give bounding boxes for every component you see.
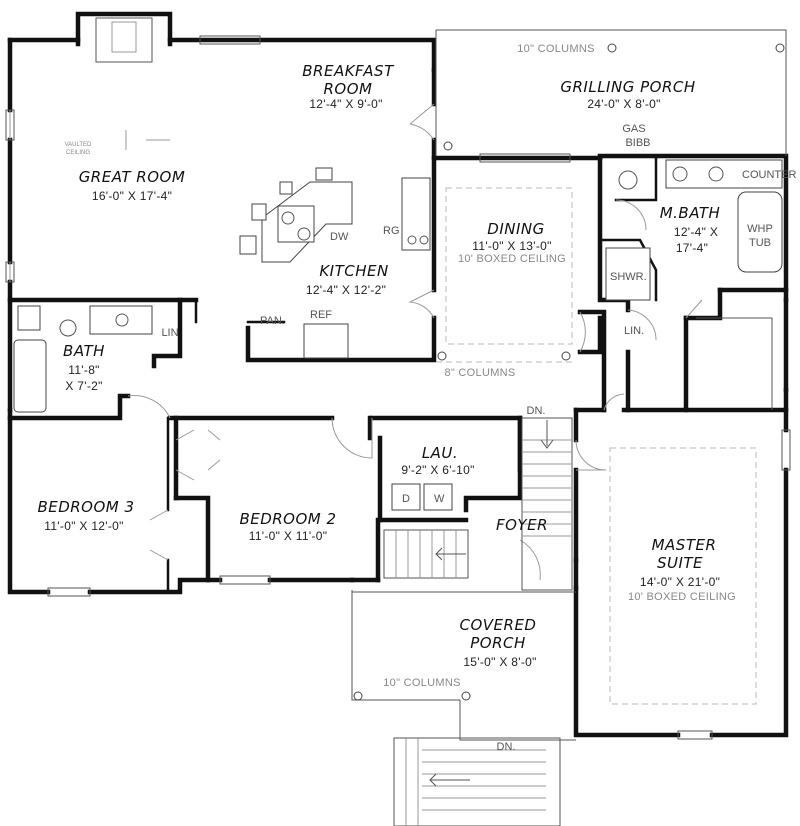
breakfast-dim: 12'-4" X 9'-0" [309, 97, 382, 111]
interior-walls [7, 29, 789, 594]
master-boxed-ceiling [609, 447, 757, 705]
pantry-label: PAN. [260, 315, 285, 327]
great-room-name: GREAT ROOM [79, 168, 186, 186]
mbath-dim-2: 17'-4" [676, 241, 708, 255]
laundry-appliances [391, 483, 453, 511]
dining-note: 10' BOXED CEILING [458, 253, 566, 265]
hall-columns-label: 8" COLUMNS [444, 367, 515, 379]
vaulted-label-2: CEILING [66, 150, 90, 156]
stairs-front [393, 737, 561, 826]
bath-fixtures [13, 305, 153, 413]
great-room-dim: 16'-0" X 17'-4" [92, 189, 172, 203]
kitchen-island [239, 167, 353, 263]
covered-porch-columns: 10" COLUMNS [383, 677, 461, 689]
master-linen-label: LIN. [624, 325, 644, 337]
columns [437, 43, 785, 361]
bibb-label: BIBB [625, 137, 650, 149]
shower-label: SHWR. [610, 271, 647, 283]
counter-label: COUNTER [742, 169, 796, 181]
vaulted-ceiling-line [125, 130, 170, 150]
bath-linen-label: LIN [161, 327, 178, 339]
kitchen-name: KITCHEN [319, 262, 388, 280]
laundry-dim: 9'-2" X 6'-10" [401, 463, 474, 477]
hall-stairs-dn-label: DN. [527, 405, 546, 417]
stairs-foyer [383, 529, 469, 579]
exterior-walls [7, 37, 789, 738]
dryer-label: D [402, 493, 410, 505]
breakfast-name-1: BREAKFAST [302, 62, 395, 80]
covered-porch-dim: 15'-0" X 8'-0" [463, 655, 536, 669]
master-name-1: MASTER [652, 536, 717, 554]
laundry-name: LAU. [422, 444, 458, 462]
bedroom2-name: BEDROOM 2 [239, 510, 336, 528]
bath-name: BATH [63, 342, 105, 360]
kitchen-range [401, 177, 431, 251]
bath-dim-2: X 7'-2" [65, 379, 102, 393]
bedroom3-dim: 11'-0" X 12'-0" [44, 519, 123, 533]
grilling-porch-dim: 24'-0" X 8'-0" [587, 97, 660, 111]
mbath-fixtures [605, 159, 783, 301]
dining-dim: 11'-0" X 13'-0" [472, 239, 551, 253]
grilling-porch-columns: 10" COLUMNS [517, 43, 595, 55]
washer-label: W [434, 493, 445, 505]
master-note: 10' BOXED CEILING [628, 591, 736, 603]
breakfast-name-2: ROOM [324, 80, 373, 98]
front-stairs-dn-label: DN. [497, 741, 516, 753]
gas-label: GAS [622, 123, 645, 135]
master-dim: 14'-0" X 21'-0" [640, 575, 720, 589]
kitchen-dim: 12'-4" X 12'-2" [306, 283, 386, 297]
mbath-name: M.BATH [660, 204, 721, 222]
stairs-interior [521, 417, 573, 591]
doors [9, 103, 703, 581]
fireplace [75, 11, 173, 63]
foyer-name: FOYER [496, 516, 548, 534]
vaulted-label-1: VAULTED [65, 142, 92, 148]
covered-porch-name-2: PORCH [470, 634, 526, 652]
master-name-2: SUITE [657, 554, 703, 572]
mbath-dim-1: 12'-4" X [674, 225, 718, 239]
ref-label: REF [310, 309, 332, 321]
master-closet-outline [696, 317, 773, 410]
dw-label: DW [330, 231, 349, 243]
dining-boxed-ceiling [445, 187, 573, 345]
bedroom3-name: BEDROOM 3 [37, 498, 134, 516]
windows [5, 35, 791, 740]
bath-dim-1: 11'-8" [68, 363, 99, 377]
tub-label: TUB [749, 237, 771, 249]
whp-label: WHP [747, 223, 773, 235]
refrigerator [303, 323, 349, 359]
dining-name: DINING [487, 220, 544, 238]
covered-porch-name-1: COVERED [460, 616, 537, 634]
rg-label: RG [383, 225, 400, 237]
bedroom2-dim: 11'-0" X 11'-0" [249, 529, 328, 543]
covered-porch-outline [351, 590, 576, 741]
grilling-porch-name: GRILLING PORCH [560, 78, 695, 96]
